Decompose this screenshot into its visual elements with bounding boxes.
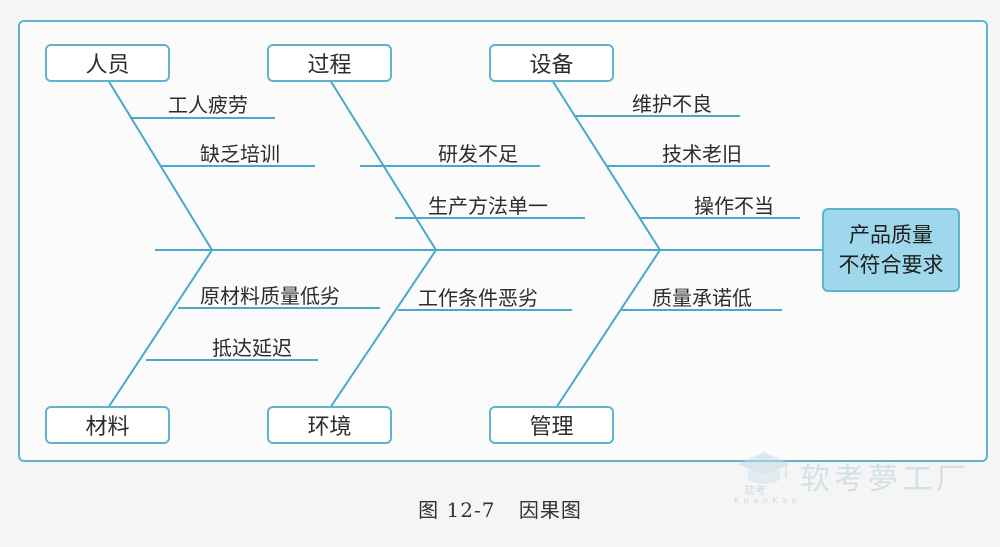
cause-label-equipment-2: 技术老旧 (662, 142, 742, 166)
cause-label-management-1: 质量承诺低 (652, 286, 752, 310)
watermark-pinyin: K u a n K a o (734, 496, 798, 505)
cause-label-process-2: 生产方法单一 (428, 194, 548, 218)
figure-caption: 图 12-7 因果图 (0, 494, 1000, 523)
bone-management (555, 249, 661, 409)
cause-label-environment-1: 工作条件恶劣 (418, 286, 538, 310)
category-box-management: 管理 (489, 406, 614, 444)
graduation-cap-icon (738, 452, 790, 484)
category-box-environment: 环境 (267, 406, 392, 444)
watermark-small-text: 软考 (744, 484, 766, 497)
cause-label-equipment-3: 操作不当 (694, 194, 774, 218)
effect-box: 产品质量 不符合要求 (822, 208, 960, 292)
cause-label-material-1: 原材料质量低劣 (200, 284, 340, 308)
effect-line-2: 不符合要求 (838, 253, 944, 277)
cause-label-personnel-1: 工人疲劳 (168, 93, 248, 117)
figure-title: 因果图 (518, 498, 582, 522)
category-box-process: 过程 (267, 44, 392, 82)
watermark-text: 软考夢工厂 (800, 462, 970, 497)
category-box-personnel: 人员 (45, 44, 170, 82)
figure-number: 图 12-7 (418, 498, 496, 522)
watermark: 软考 K u a n K a o 软考夢工厂 (728, 446, 978, 508)
category-box-equipment: 设备 (489, 44, 614, 82)
cause-label-personnel-2: 缺乏培训 (200, 142, 280, 166)
bone-material (107, 249, 213, 409)
cause-label-material-2: 抵达延迟 (212, 336, 292, 360)
category-box-material: 材料 (45, 406, 170, 444)
cause-label-process-1: 研发不足 (438, 142, 518, 166)
bone-environment (329, 249, 437, 409)
cause-label-equipment-1: 维护不良 (632, 92, 712, 116)
effect-line-1: 产品质量 (849, 223, 933, 247)
